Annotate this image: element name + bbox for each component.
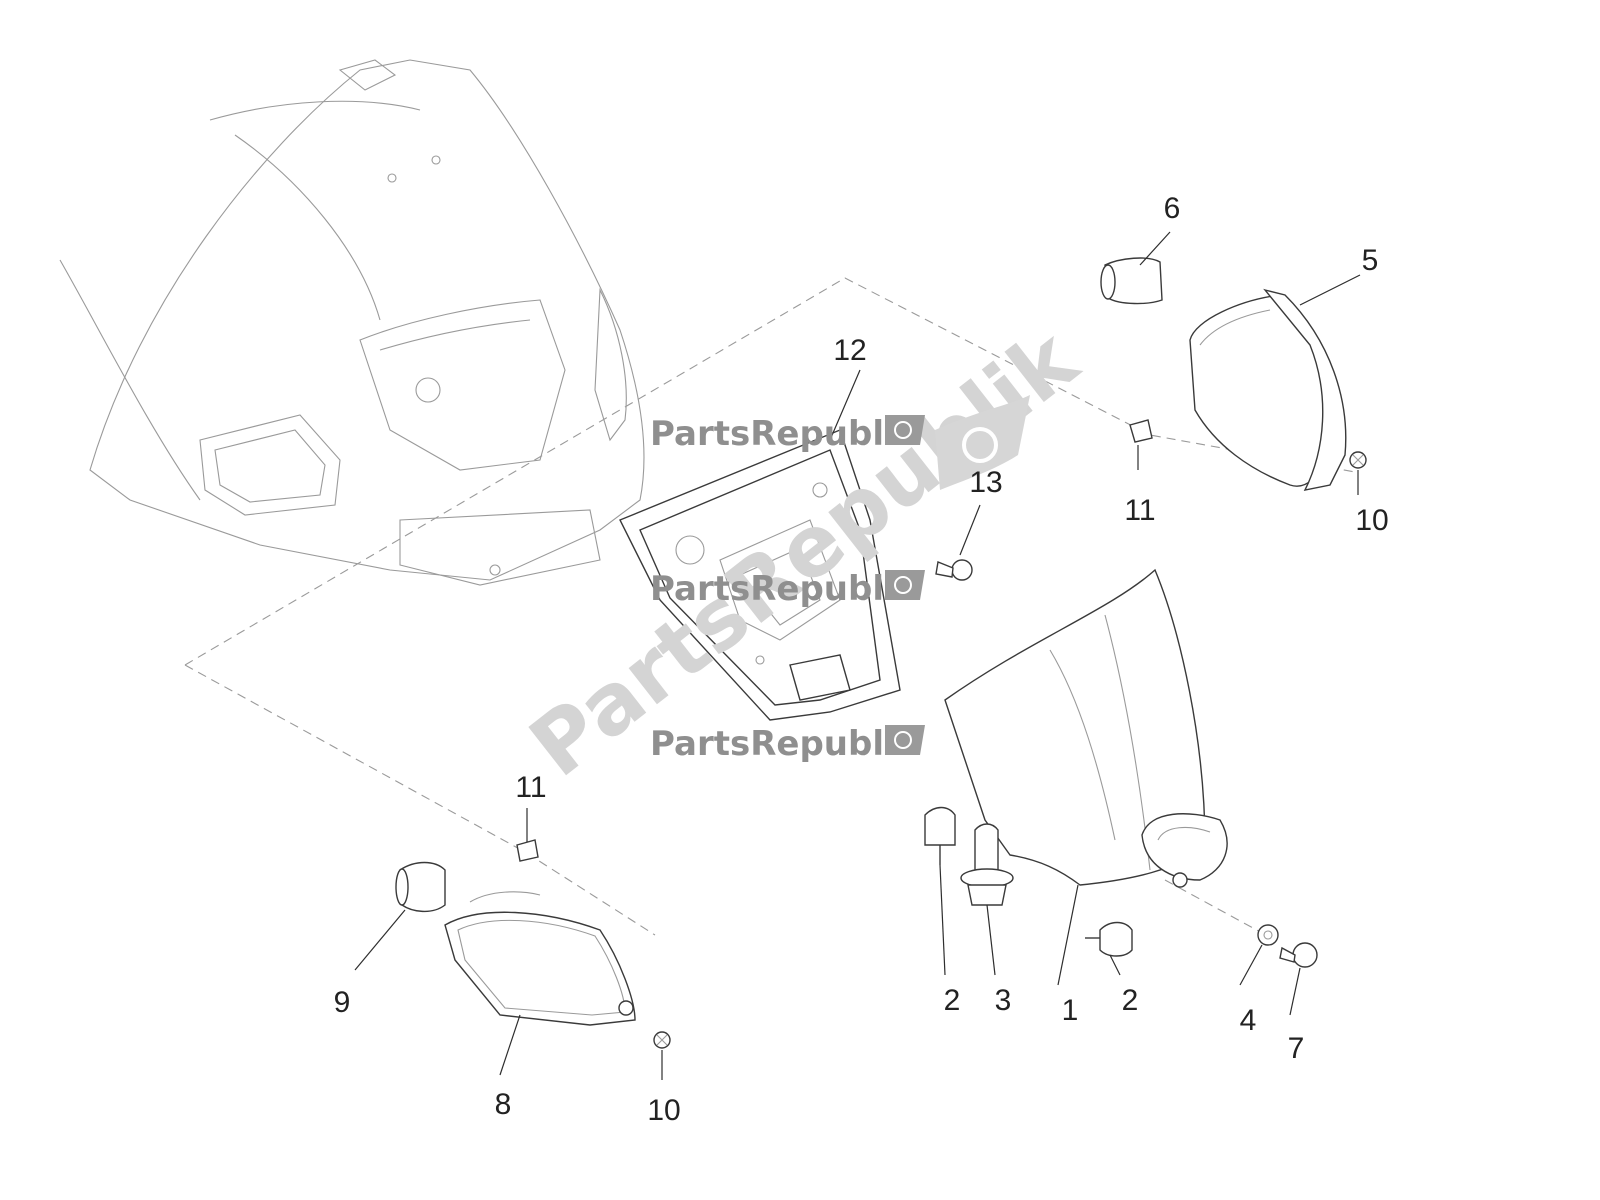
part-4-screw bbox=[1279, 942, 1318, 968]
callout-5: 4 bbox=[1240, 1004, 1257, 1037]
callout-labels: 12 13 6 5 11 10 11 9 8 10 2 3 1 2 4 7 bbox=[334, 192, 1389, 1127]
part-6-right-indicator bbox=[1189, 288, 1347, 491]
gear-flag-icon bbox=[885, 415, 925, 445]
leader-lines bbox=[354, 231, 1361, 1080]
part-11-clip-lower bbox=[516, 839, 539, 862]
callout-9: 9 bbox=[334, 986, 351, 1019]
gear-flag-icon bbox=[935, 395, 1030, 490]
part-12-taillight-housing bbox=[619, 429, 901, 721]
part-11-clip-upper bbox=[1129, 419, 1153, 443]
callout-8: 8 bbox=[495, 1088, 512, 1121]
watermark-top: PartsRepublik bbox=[650, 414, 920, 454]
callout-6: 5 bbox=[1362, 244, 1379, 277]
part-2-bulb-right bbox=[1085, 921, 1133, 957]
assembly-dashed-lines bbox=[184, 277, 1356, 941]
callout-7: 6 bbox=[1164, 192, 1181, 225]
callout-1: 1 bbox=[1062, 994, 1079, 1027]
part-1-rear-light-lens bbox=[944, 568, 1228, 888]
callout-10-upper: 10 bbox=[1355, 504, 1388, 537]
callout-11-lower: 11 bbox=[515, 771, 546, 804]
watermark-bottom: PartsRepublik bbox=[650, 724, 920, 764]
scooter-rear-body bbox=[59, 59, 645, 586]
callout-13: 13 bbox=[969, 466, 1002, 499]
callout-4: 7 bbox=[1288, 1032, 1305, 1065]
callout-2-left: 2 bbox=[944, 984, 961, 1017]
watermark-middle: PartsRepublik bbox=[650, 569, 920, 609]
part-13-screw bbox=[935, 559, 973, 581]
part-2-bulb-left bbox=[924, 806, 956, 865]
part-5-washer bbox=[1257, 924, 1279, 946]
part-10-screw-lower bbox=[653, 1031, 671, 1049]
callout-11-upper: 11 bbox=[1124, 494, 1155, 527]
gear-flag-icon bbox=[885, 725, 925, 755]
part-10-screw-upper bbox=[1349, 451, 1367, 469]
part-8-left-indicator bbox=[444, 891, 636, 1026]
callout-2-right: 2 bbox=[1122, 984, 1139, 1017]
callout-10-lower: 10 bbox=[647, 1094, 680, 1127]
part-7-bulb bbox=[1100, 257, 1163, 305]
callout-3: 3 bbox=[995, 984, 1012, 1017]
callout-12: 12 bbox=[833, 334, 866, 367]
gear-flag-icon bbox=[885, 570, 925, 600]
part-3-halogen-bulb bbox=[960, 823, 1014, 906]
part-9-bulb bbox=[395, 861, 446, 913]
